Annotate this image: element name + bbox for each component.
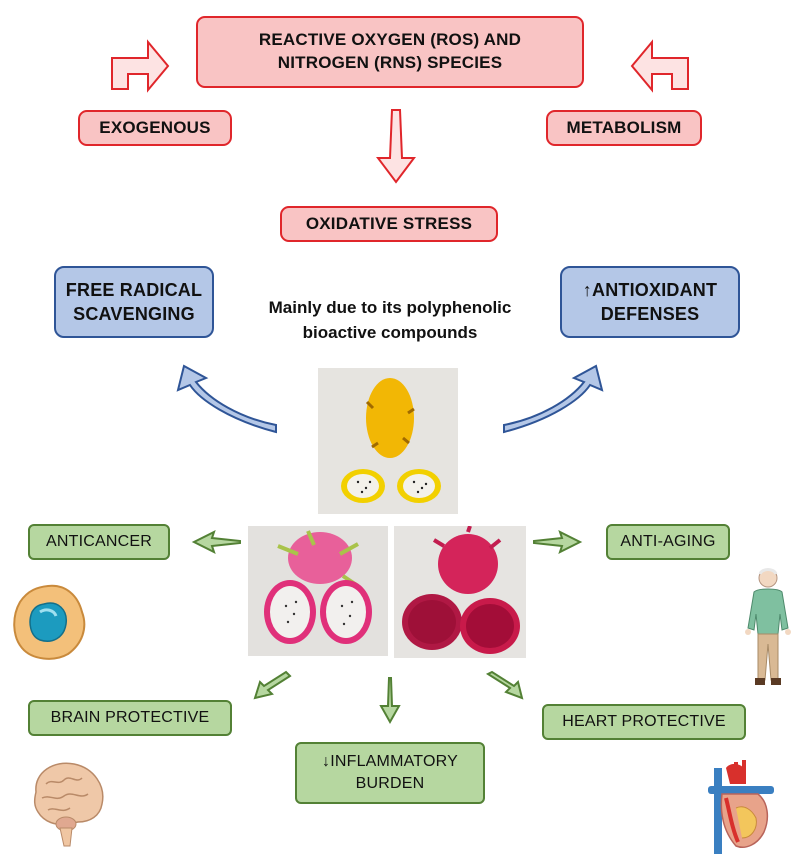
arrow-to-anti-aging (533, 530, 583, 554)
arrow-to-free-radical (176, 364, 277, 434)
inflammatory-box: ↓INFLAMMATORY BURDEN (295, 742, 485, 804)
heart-protective-box: HEART PROTECTIVE (542, 704, 746, 740)
ros-rns-line2: NITROGEN (RNS) SPECIES (277, 53, 503, 72)
antioxidant-line1: ↑ANTIOXIDANT (582, 279, 718, 300)
free-radical-line2: SCAVENGING (73, 304, 195, 324)
arrow-to-inflammatory (379, 677, 401, 725)
exogenous-label: EXOGENOUS (99, 117, 211, 137)
note-line1: Mainly due to its polyphenolic (268, 298, 512, 317)
inflammatory-line1: ↓INFLAMMATORY (322, 753, 458, 771)
metabolism-box: METABOLISM (546, 110, 702, 146)
anticancer-label: ANTICANCER (45, 533, 152, 551)
yellow-dragon-fruit-photo (318, 368, 458, 514)
anti-aging-label: ANTI-AGING (620, 533, 716, 551)
antioxidant-line2: DEFENSES (600, 304, 700, 324)
cancer-cell-illustration (13, 584, 86, 660)
note-line2: bioactive compounds (302, 322, 478, 342)
arrow-metabolism-to-ros (630, 39, 689, 93)
anticancer-box: ANTICANCER (28, 524, 170, 560)
polyphenolic-note: Mainly due to its polyphenolic bioactive… (230, 296, 550, 345)
ros-rns-box: REACTIVE OXYGEN (ROS) AND NITROGEN (RNS)… (196, 16, 584, 88)
anti-aging-box: ANTI-AGING (606, 524, 730, 560)
arrow-to-heart (485, 670, 524, 700)
inflammatory-line2: BURDEN (355, 775, 425, 792)
brain-illustration (33, 762, 104, 847)
arrow-ros-to-stress (376, 109, 416, 184)
oxidative-stress-box: OXIDATIVE STRESS (280, 206, 498, 242)
ros-rns-line1: REACTIVE OXYGEN (ROS) AND (258, 30, 522, 50)
white-flesh-dragon-fruit-photo (248, 526, 388, 656)
arrow-exogenous-to-ros (111, 39, 170, 93)
antioxidant-box: ↑ANTIOXIDANT DEFENSES (560, 266, 740, 338)
heart-protective-label: HEART PROTECTIVE (562, 713, 726, 731)
metabolism-label: METABOLISM (566, 117, 682, 137)
arrow-to-brain (253, 670, 292, 700)
heart-illustration (708, 760, 774, 854)
arrow-to-antioxidant (503, 364, 604, 434)
arrow-to-anticancer (191, 530, 241, 554)
brain-protective-box: BRAIN PROTECTIVE (28, 700, 232, 736)
brain-protective-label: BRAIN PROTECTIVE (50, 709, 210, 727)
free-radical-line1: FREE RADICAL (65, 279, 203, 300)
free-radical-box: FREE RADICAL SCAVENGING (54, 266, 214, 338)
oxidative-stress-label: OXIDATIVE STRESS (305, 213, 473, 233)
exogenous-box: EXOGENOUS (78, 110, 232, 146)
red-flesh-dragon-fruit-photo (394, 526, 526, 658)
elderly-man-illustration (745, 568, 791, 685)
